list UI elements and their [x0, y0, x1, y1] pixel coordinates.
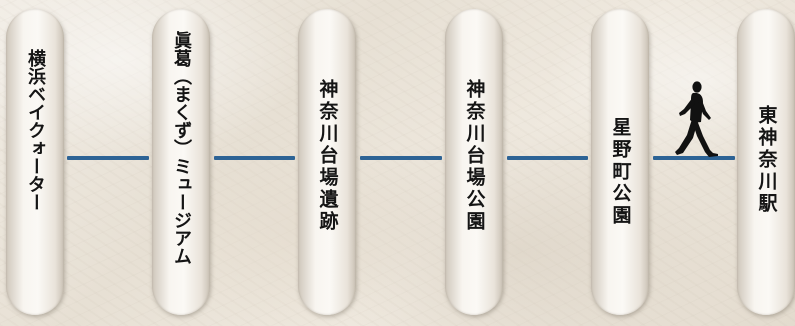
- route-connector: [360, 156, 442, 160]
- route-connector: [67, 156, 149, 160]
- stop-label: 神奈川台場遺跡: [316, 79, 339, 233]
- stop-makuzu-museum: 眞葛（まくず）ミュージアム: [152, 9, 210, 315]
- stop-hoshino-cho-park: 星野町公園: [591, 9, 649, 315]
- route-connector: [653, 156, 735, 160]
- stop-label: 横浜ベイクォーター: [25, 49, 46, 211]
- stop-label: 東神奈川駅: [755, 105, 778, 215]
- stop-label: 星野町公園: [609, 117, 632, 227]
- stop-label: 神奈川台場公園: [463, 79, 486, 233]
- stop-label: 眞葛（まくず）ミュージアム: [171, 31, 192, 265]
- stop-kanagawa-daiba-park: 神奈川台場公園: [445, 9, 503, 315]
- stop-higashi-kanagawa-station: 東神奈川駅: [737, 9, 795, 315]
- route-connector: [214, 156, 295, 160]
- stop-yokohama-bay-quarter: 横浜ベイクォーター: [6, 9, 64, 315]
- walking-person-icon: [675, 81, 718, 157]
- stop-kanagawa-daiba-ruins: 神奈川台場遺跡: [298, 9, 356, 315]
- route-connector: [507, 156, 588, 160]
